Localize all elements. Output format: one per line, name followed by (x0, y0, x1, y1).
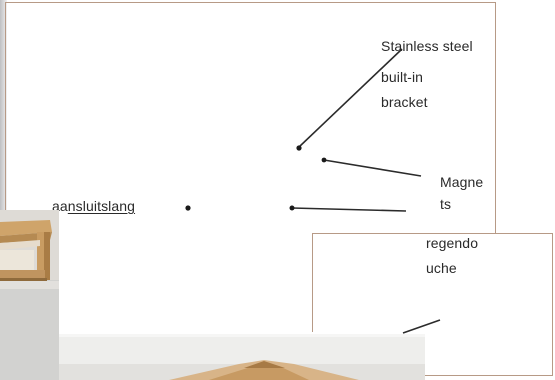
leader-dot-hose (185, 205, 191, 211)
product-photo-left (0, 210, 59, 380)
leader-dot-magnets-2 (289, 205, 295, 211)
leader-line-rain (402, 319, 441, 334)
leader-dot-magnets (321, 157, 327, 163)
label-magnets-part2: ts (440, 196, 452, 212)
shower-roof-image (59, 334, 425, 380)
label-rain-shower-part1: regendo (426, 235, 479, 251)
leader-line-magnets (323, 159, 422, 177)
leader-line-stainless (298, 48, 403, 148)
label-bracket: bracket (381, 94, 428, 110)
left-background-strip (0, 0, 7, 218)
label-built-in: built-in (381, 69, 424, 85)
label-hose-underlined: nsluitslang (67, 198, 136, 214)
label-stainless-steel: Stainless steel (381, 38, 473, 54)
leader-line-magnets-2 (291, 207, 407, 212)
label-rain-shower-part2: uche (426, 260, 457, 276)
wooden-bracket-image (0, 210, 59, 380)
inset-frame (312, 233, 553, 376)
leader-dot-stainless (296, 145, 302, 151)
label-magnets-part1: Magne (440, 174, 484, 190)
product-photo-bottom (59, 334, 425, 380)
label-connection-hose: aansluitslang (52, 194, 135, 219)
